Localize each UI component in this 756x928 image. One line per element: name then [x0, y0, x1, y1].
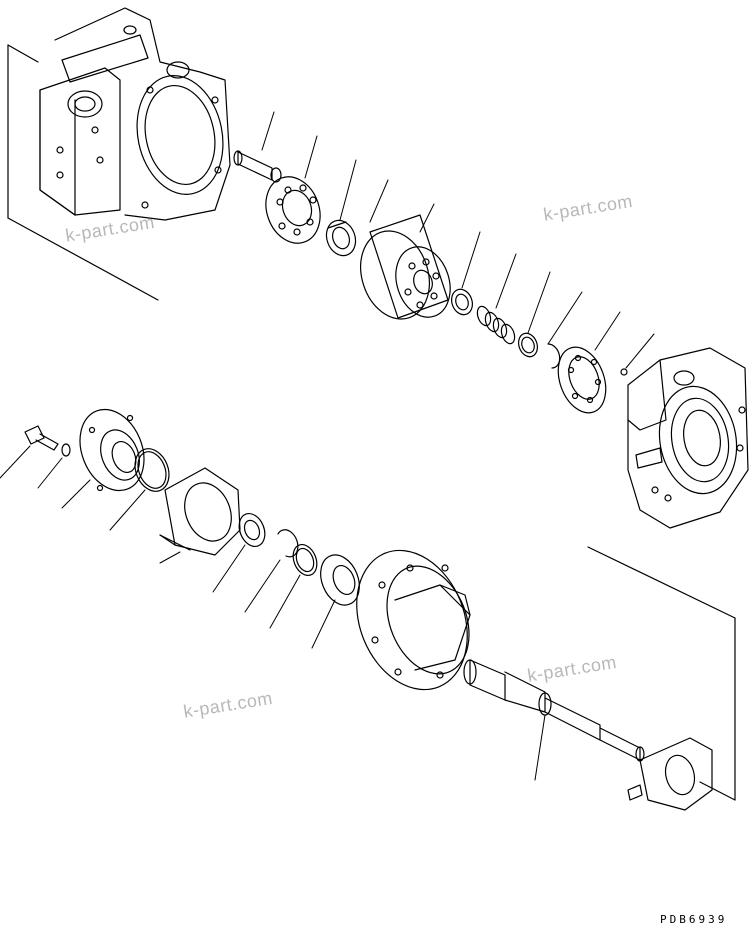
leader-lines [0, 111, 655, 781]
spacer-ring [292, 544, 318, 576]
pump-housing [39, 7, 231, 221]
cylinder-block [360, 214, 451, 320]
pin-part [233, 150, 282, 183]
upper-group-frame [7, 44, 159, 301]
small-pin [620, 368, 628, 376]
valve-plate [265, 176, 321, 244]
small-washer [61, 443, 71, 457]
drawing-code: PDB6939 [660, 913, 728, 926]
swash-plate-assembly [356, 549, 471, 691]
end-cover [627, 347, 749, 529]
bolt-part [24, 425, 59, 451]
front-cover [79, 408, 145, 492]
roller-bearing [320, 554, 360, 606]
gasket-part [159, 467, 241, 556]
lock-nut [238, 513, 266, 547]
servo-block [627, 737, 713, 811]
drive-shaft [463, 659, 645, 762]
snap-ring-lower [277, 529, 299, 558]
washer-part [517, 332, 539, 358]
bearing-part [325, 219, 357, 257]
retainer-plate [557, 346, 607, 414]
lower-group-frame [587, 546, 736, 801]
bushing-part [451, 288, 473, 316]
spring-part [476, 305, 516, 345]
o-ring-part [134, 448, 170, 492]
snap-ring-part [547, 343, 561, 369]
